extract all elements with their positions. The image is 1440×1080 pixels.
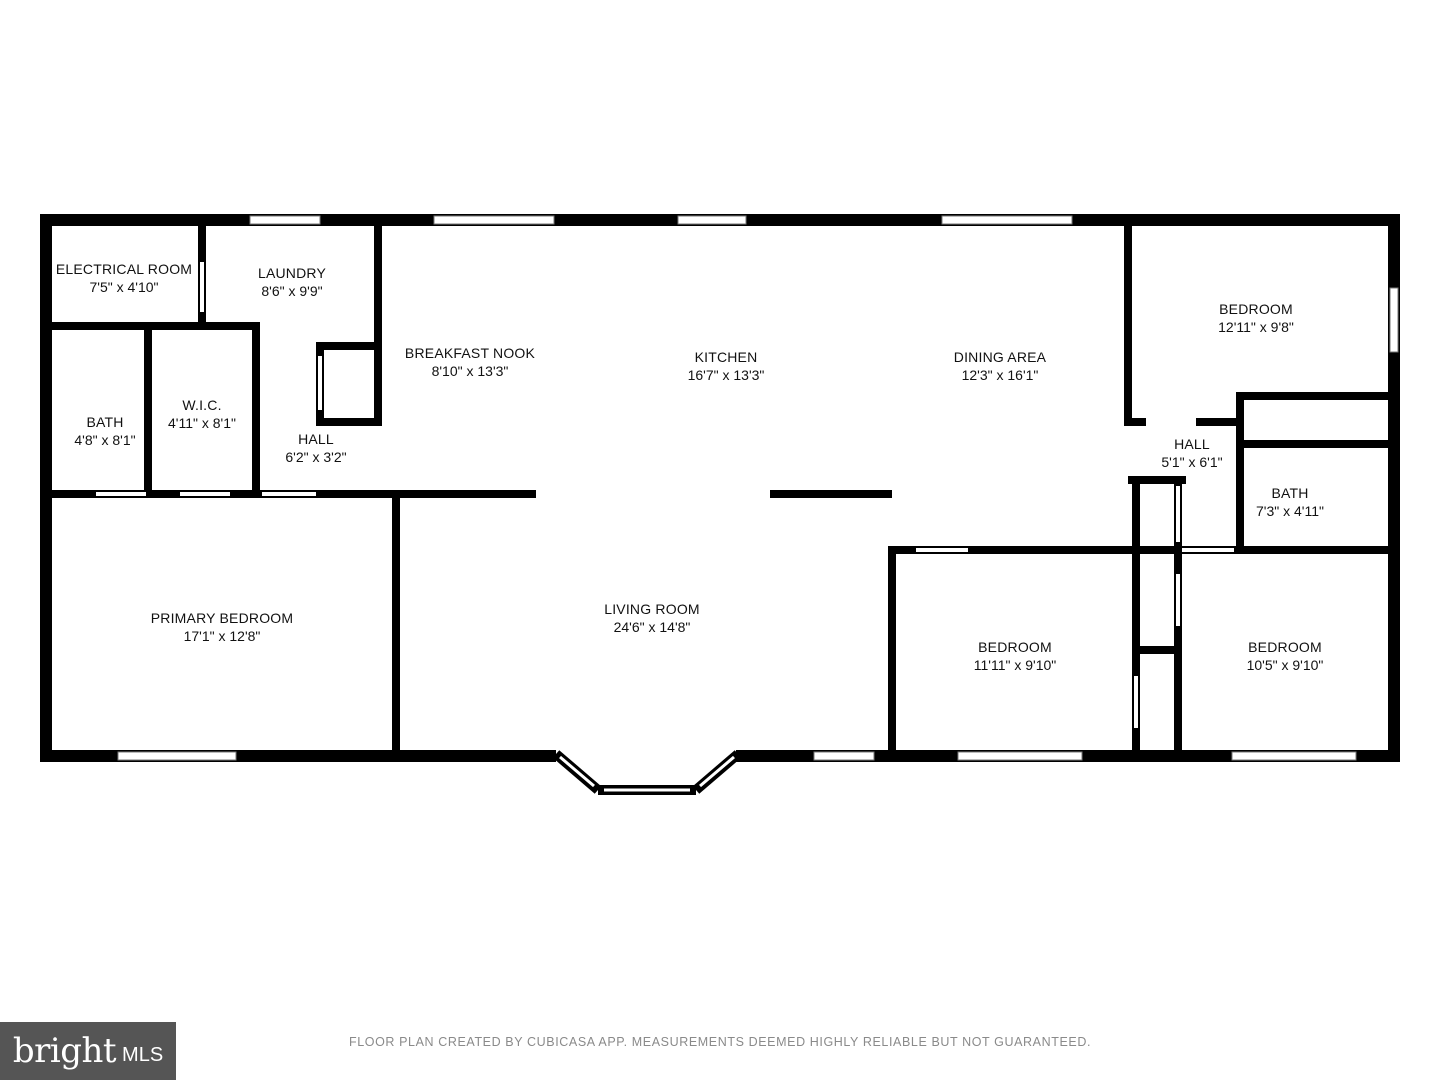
wall-left — [40, 214, 52, 762]
room-dimensions: 12'11" x 9'8" — [1218, 319, 1294, 335]
wall-bath-upper-top — [1236, 392, 1400, 400]
wall-bottom-left — [40, 750, 556, 762]
wall-bath-upper-mid — [1236, 440, 1400, 448]
window — [677, 215, 747, 225]
window — [941, 215, 1073, 225]
room-living-room: LIVING ROOM 24'6" x 14'8" — [604, 600, 700, 636]
door-opening — [1176, 486, 1180, 542]
room-name: HALL — [298, 431, 334, 447]
room-name: DINING AREA — [953, 349, 1047, 365]
room-dimensions: 16'7" x 13'3" — [687, 367, 765, 383]
room-name: KITCHEN — [694, 349, 758, 365]
room-name: LIVING ROOM — [604, 601, 700, 617]
room-primary-bedroom: PRIMARY BEDROOM 17'1" x 12'8" — [151, 609, 294, 645]
door-opening — [1176, 574, 1180, 626]
room-dining-area: DINING AREA 12'3" x 16'1" — [954, 348, 1046, 384]
door-opening — [1182, 548, 1234, 552]
room-dimensions: 17'1" x 12'8" — [183, 628, 261, 644]
room-dimensions: 5'1" x 6'1" — [1161, 454, 1223, 470]
window — [813, 751, 875, 761]
room-dimensions: 4'11" x 8'1" — [168, 415, 236, 431]
room-hall-east: HALL 5'1" x 6'1" — [1161, 435, 1222, 471]
room-name: BATH — [1271, 485, 1309, 501]
door-opening — [200, 262, 204, 312]
wall-living-bedroom — [888, 546, 896, 762]
window — [1231, 751, 1357, 761]
window — [1389, 287, 1399, 353]
room-hall-west: HALL 6'2" x 3'2" — [285, 430, 346, 466]
room-electrical-room: ELECTRICAL ROOM 7'5" x 4'10" — [56, 260, 192, 296]
wall-closet-bottom — [316, 418, 382, 426]
window — [957, 751, 1083, 761]
door-opening — [318, 356, 322, 410]
room-breakfast-nook: BREAKFAST NOOK 8'10" x 13'3" — [405, 344, 535, 380]
door-opening — [1146, 420, 1196, 424]
room-kitchen: KITCHEN 16'7" x 13'3" — [688, 348, 765, 384]
room-name: PRIMARY BEDROOM — [150, 610, 294, 626]
door-opening — [262, 492, 316, 496]
door-opening — [1134, 676, 1138, 728]
disclaimer-note: FLOOR PLAN CREATED BY CUBICASA APP. MEAS… — [348, 1035, 1092, 1049]
room-name: LAUNDRY — [257, 265, 327, 281]
door-opening — [916, 548, 968, 552]
room-name: BEDROOM — [1248, 639, 1322, 655]
windows — [117, 215, 1399, 761]
wall-laundry-east — [374, 214, 382, 424]
room-dimensions: 4'8" x 8'1" — [74, 432, 136, 448]
logo-suffix: MLS — [122, 1043, 164, 1066]
room-dimensions: 10'5" x 9'10" — [1246, 657, 1324, 673]
room-name: HALL — [1174, 436, 1210, 452]
room-name: BATH — [86, 414, 124, 430]
door-opening — [96, 492, 146, 496]
room-bedroom-northeast: BEDROOM 12'11" x 9'8" — [1218, 300, 1294, 336]
room-bath-east: BATH 7'3" x 4'11" — [1256, 484, 1324, 520]
wall-bedroom-top — [1124, 214, 1132, 426]
room-name: BEDROOM — [1219, 301, 1293, 317]
room-name: BREAKFAST NOOK — [404, 345, 536, 361]
bright-mls-logo: bright MLS — [0, 1022, 176, 1080]
wall-hall-closet-left — [1132, 476, 1140, 762]
interior-walls — [40, 214, 1400, 762]
room-dimensions: 11'11" x 9'10" — [973, 657, 1057, 673]
exterior-walls — [40, 214, 1400, 762]
room-dimensions: 8'6" x 9'9" — [261, 283, 323, 299]
room-name: W.I.C. — [182, 397, 222, 413]
window — [117, 751, 237, 761]
room-wic: W.I.C. 4'11" x 8'1" — [168, 396, 236, 432]
logo-brand: bright — [12, 1031, 117, 1071]
door-openings — [96, 262, 1234, 728]
wall-bedrooms-top — [888, 546, 1400, 554]
bay-window — [552, 750, 742, 795]
room-dimensions: 8'10" x 13'3" — [431, 363, 509, 379]
room-bedroom-south-center: BEDROOM 11'11" x 9'10" — [974, 638, 1057, 674]
room-dimensions: 24'6" x 14'8" — [613, 619, 691, 635]
wall-bedroom-bottom-left — [1124, 418, 1146, 426]
room-dimensions: 12'3" x 16'1" — [961, 367, 1039, 383]
window — [433, 215, 555, 225]
room-dimensions: 7'3" x 4'11" — [1256, 503, 1324, 519]
wall-wic-hall — [252, 322, 260, 498]
room-dimensions: 6'2" x 3'2" — [285, 449, 347, 465]
wall-closet-divider — [1132, 646, 1182, 654]
wall-hall-closet-top — [1128, 476, 1186, 484]
room-name: ELECTRICAL ROOM — [55, 261, 193, 277]
room-dimensions: 7'5" x 4'10" — [89, 279, 159, 295]
wall-bath-wic — [144, 322, 152, 498]
wall-bath-upper-box — [1236, 392, 1244, 554]
wall-kitchen-living-east — [770, 490, 892, 498]
room-bath-west: BATH 4'8" x 8'1" — [74, 413, 135, 449]
wall-bedroom-bottom-right — [1196, 418, 1242, 426]
window — [249, 215, 321, 225]
room-bedroom-southeast: BEDROOM 10'5" x 9'10" — [1247, 638, 1324, 674]
door-opening — [180, 492, 230, 496]
room-laundry: LAUNDRY 8'6" x 9'9" — [258, 264, 326, 300]
wall-primary-living — [392, 490, 400, 762]
wall-closet-top — [316, 342, 382, 350]
room-name: BEDROOM — [978, 639, 1052, 655]
